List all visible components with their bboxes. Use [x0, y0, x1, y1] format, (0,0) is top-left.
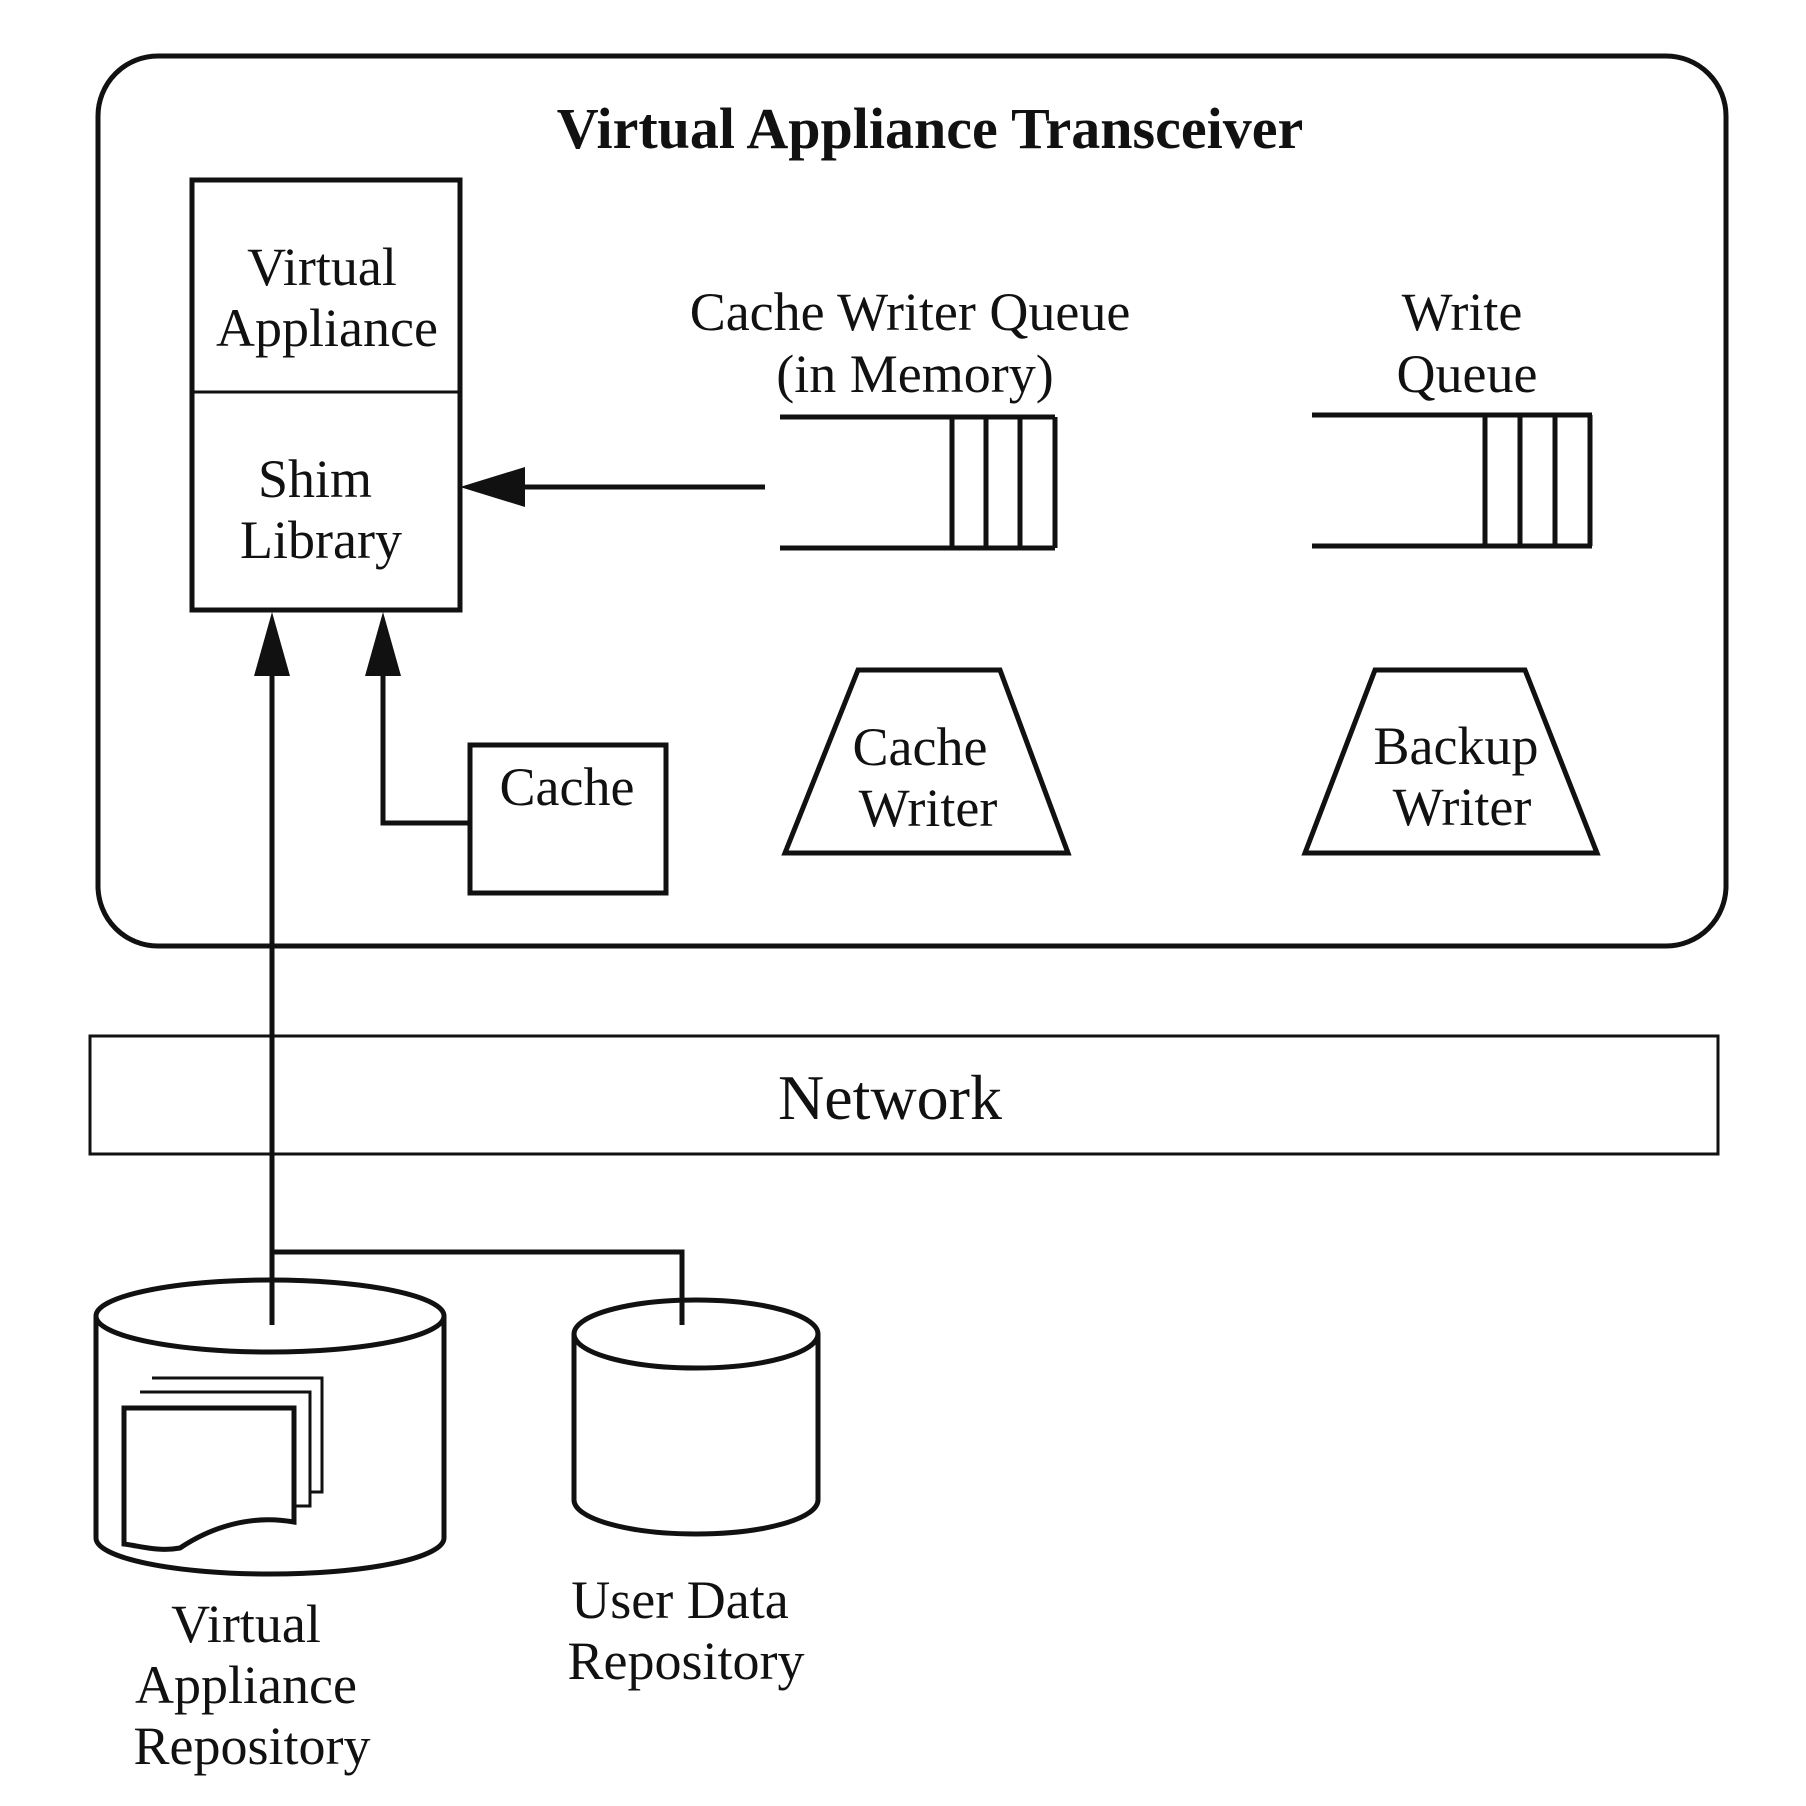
- appliance-stack: Virtual Appliance Shim Library: [192, 180, 460, 610]
- network-label: Network: [778, 1062, 1002, 1133]
- cache-writer-label-line2: Writer: [859, 778, 998, 838]
- repository-to-shim-arrow: [254, 612, 290, 1325]
- va-repository-label-line3: Repository: [134, 1716, 371, 1776]
- network: Network: [90, 1036, 1718, 1154]
- cache-writer-queue: Cache Writer Queue (in Memory): [690, 282, 1131, 548]
- backup-writer-label-line1: Backup: [1374, 716, 1539, 776]
- cache-writer-queue-label-line2: (in Memory): [776, 344, 1053, 404]
- va-repository-label-line2: Appliance: [135, 1655, 357, 1715]
- user-data-repository-label-line1: User Data: [571, 1570, 788, 1630]
- cache-writer: Cache Writer: [785, 670, 1068, 853]
- cache-label: Cache: [500, 757, 635, 817]
- virtual-appliance-repository: Virtual Appliance Repository: [96, 1280, 444, 1776]
- cache-writer-queue-label-line1: Cache Writer Queue: [690, 282, 1131, 342]
- user-data-repository-label-line2: Repository: [568, 1631, 805, 1691]
- shim-library-label-line1: Shim: [258, 449, 372, 509]
- write-queue: Write Queue: [1312, 282, 1592, 546]
- virtual-appliance-label-line2: Appliance: [216, 298, 438, 358]
- backup-writer: Backup Writer: [1305, 670, 1597, 853]
- write-queue-label-line1: Write: [1402, 282, 1523, 342]
- shim-library-label-line2: Library: [240, 510, 402, 570]
- cache-writer-label-line1: Cache: [853, 717, 988, 777]
- cache-to-shim-arrow: [365, 612, 470, 823]
- va-repository-label-line1: Virtual: [171, 1594, 321, 1654]
- backup-writer-label-line2: Writer: [1393, 777, 1532, 837]
- write-queue-label-line2: Queue: [1397, 344, 1538, 404]
- transceiver-title: Virtual Appliance Transceiver: [557, 96, 1303, 161]
- virtual-appliance-label-line1: Virtual: [247, 237, 397, 297]
- appliance-images-icon: [124, 1378, 322, 1549]
- cache: Cache: [470, 745, 666, 893]
- queue-to-shim-arrow: [460, 467, 765, 507]
- user-data-repository: User Data Repository: [568, 1300, 819, 1691]
